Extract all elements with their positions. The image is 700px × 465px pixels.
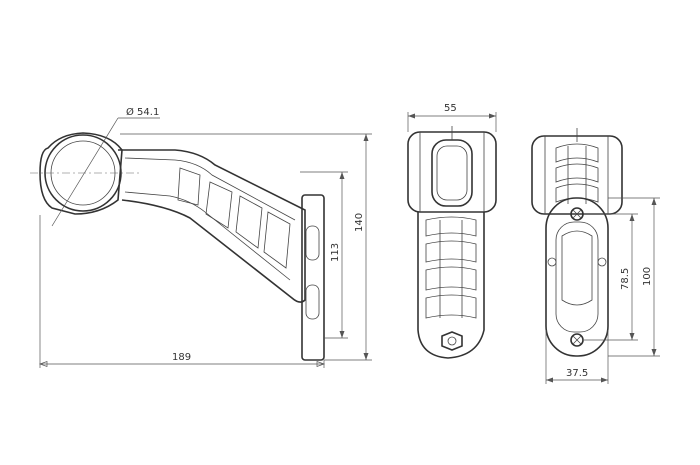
side-view: Ø 54.1 189 140: [30, 106, 372, 368]
rear-grille: [555, 143, 599, 204]
rear-plate: [545, 197, 609, 357]
rear-arm-socket: [561, 230, 593, 306]
lamp-housing: [39, 132, 123, 215]
rear-hole-top: [570, 207, 584, 221]
dim-113-arrow-top: [339, 172, 345, 179]
front-bolt-nut: [441, 331, 463, 351]
dim-55-arrow-right: [489, 113, 496, 119]
front-bolt: [447, 336, 457, 346]
rear-lamp-body: [531, 135, 623, 215]
dim-55-label: 55: [444, 103, 457, 114]
rear-plate-inner: [555, 221, 599, 333]
rear-hole-bottom: [570, 333, 584, 347]
dim-140-label: 140: [354, 213, 365, 232]
plate-slot-bottom: [305, 284, 320, 320]
dim-37-arrow-left: [546, 377, 553, 383]
arm-rib-bottom: [124, 191, 291, 281]
dim-100-arrow-top: [651, 198, 657, 205]
dim-189-label: 189: [172, 352, 191, 363]
diameter-label: Ø 54.1: [126, 106, 159, 118]
rear-side-pin-left: [547, 257, 557, 267]
dim-113-arrow-bottom: [339, 331, 345, 338]
dim-189-arrow-right: [316, 361, 326, 367]
dim-37-label: 37.5: [566, 368, 588, 379]
dim-78-label: 78.5: [620, 268, 631, 290]
plate-slot-top: [305, 225, 320, 261]
dim-113-label: 113: [330, 243, 341, 262]
diameter-leader: [51, 117, 119, 227]
front-lens-inner: [436, 145, 468, 201]
dim-189-arrow-left: [38, 361, 48, 367]
front-lens: [431, 139, 473, 207]
front-arm-ribs: [425, 216, 477, 319]
rear-view: 78.5 100 37.5: [531, 128, 660, 384]
mounting-plate: [301, 194, 325, 361]
dim-78-arrow-top: [629, 214, 635, 221]
dim-100-arrow-bottom: [651, 349, 657, 356]
dim-78-arrow-bottom: [629, 333, 635, 340]
dim-140-arrow-top: [363, 134, 369, 141]
front-arm: [417, 212, 485, 359]
rear-side-pin-right: [597, 257, 607, 267]
arm-rib-top: [124, 157, 296, 221]
arm-outline: [118, 149, 306, 303]
dim-55-arrow-left: [408, 113, 415, 119]
front-view: 55: [407, 103, 497, 359]
dim-140-arrow-bottom: [363, 353, 369, 360]
dim-37-arrow-right: [601, 377, 608, 383]
arm-cells: [177, 167, 291, 269]
dim-100-label: 100: [642, 267, 653, 286]
